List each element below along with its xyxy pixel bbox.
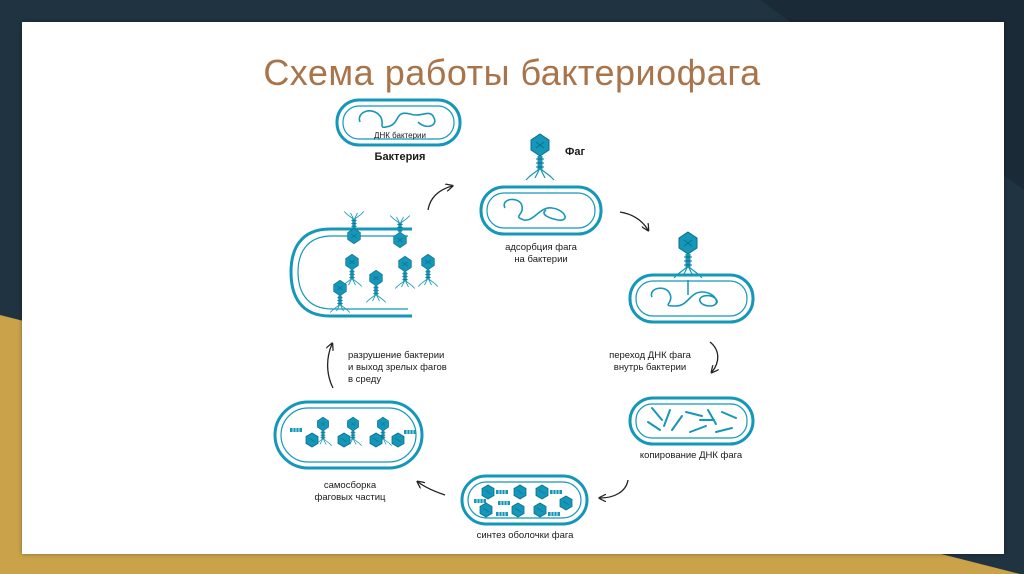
- dna-transfer-label: переход ДНК фага внутрь бактерии: [595, 350, 705, 374]
- adsorption-label: адсорбция фага на бактерии: [480, 242, 602, 266]
- adsorption-stage: [479, 133, 603, 236]
- destruction-label-line3: в среду: [348, 374, 382, 385]
- destruction-label-line1: разрушение бактерии: [348, 350, 445, 361]
- lysis-stage: [289, 211, 439, 318]
- dna-transfer-label-line1: переход ДНК фага: [609, 350, 691, 361]
- bacteria-dna-label: ДНК бактерии: [374, 131, 426, 140]
- destruction-label: разрушение бактерии и выход зрелых фагов…: [348, 350, 478, 386]
- phage-label: Фаг: [564, 146, 586, 158]
- slide-canvas: [22, 22, 1004, 554]
- self-assembly-stage: [273, 400, 424, 470]
- dna-copying-stage: [628, 396, 755, 446]
- destruction-label-line2: и выход зрелых фагов: [348, 362, 447, 373]
- self-assembly-label: самосборка фаговых частиц: [290, 480, 410, 504]
- cycle-arrows: [328, 186, 718, 498]
- bacteria-label: Бактерия: [374, 151, 426, 163]
- adsorption-label-line1: адсорбция фага: [505, 242, 577, 253]
- page-title: Схема работы бактериофага: [263, 52, 761, 93]
- dna-transfer-label-line2: внутрь бактерии: [613, 362, 687, 373]
- self-assembly-label-line1: самосборка: [323, 480, 377, 491]
- shell-synthesis-stage: [460, 474, 589, 526]
- bacterium-stage: [335, 98, 462, 147]
- shell-synthesis-label: синтез оболочки фага: [476, 530, 574, 541]
- dna-copying-label: копирование ДНК фага: [639, 450, 743, 461]
- dna-transfer-stage: [628, 231, 755, 324]
- self-assembly-label-line2: фаговых частиц: [314, 492, 386, 503]
- adsorption-label-line2: на бактерии: [514, 254, 568, 265]
